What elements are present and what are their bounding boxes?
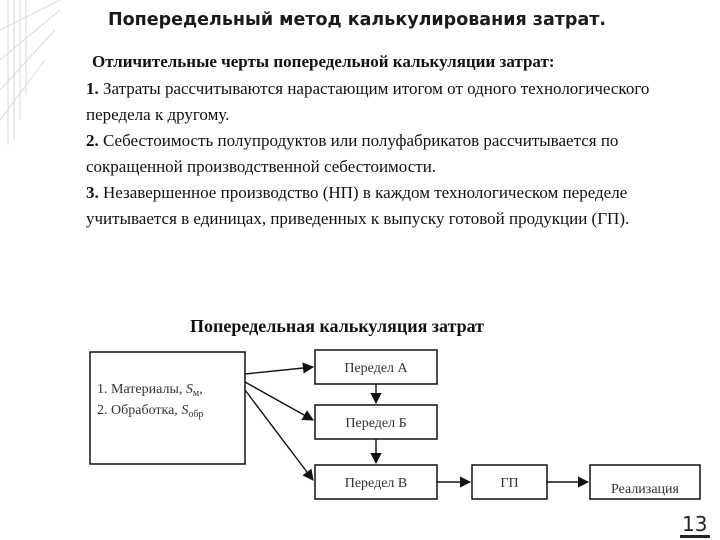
page-number: 13 — [682, 512, 708, 536]
arrow-input-to-a — [244, 362, 315, 375]
page-number-underline — [680, 535, 710, 538]
point-number: 1. — [86, 79, 99, 98]
decorative-lines — [0, 0, 61, 145]
stage-a-label: Передел А — [344, 361, 408, 376]
gp-label: ГП — [500, 476, 518, 491]
stage-a-box — [314, 349, 438, 385]
input-line-2-var: S — [181, 403, 188, 418]
stage-v-label: Передел В — [345, 476, 408, 491]
input-line-1-suffix: , — [199, 382, 203, 397]
point-3: 3. Незавершенное производство (НП) в каж… — [86, 180, 706, 232]
stage-b-label: Передел Б — [345, 416, 406, 431]
point-number: 2. — [86, 131, 99, 150]
points-list: 1. Затраты рассчитываются нарастающим ит… — [86, 76, 706, 232]
point-text: Себестоимость полупродуктов или полуфабр… — [86, 131, 619, 176]
input-box — [89, 351, 246, 465]
gp-box — [471, 464, 548, 500]
diagram-title: Попередельная калькуляция затрат — [190, 316, 485, 336]
input-line-2: 2. Обработка, Sобр — [97, 403, 203, 420]
input-line-1: 1. Материалы, Sм, — [97, 382, 203, 399]
realization-label: Реализация — [611, 482, 680, 497]
point-text: Затраты рассчитываются нарастающим итого… — [86, 79, 650, 124]
input-line-1-prefix: 1. Материалы, — [97, 382, 186, 397]
realization-box — [589, 464, 701, 500]
input-line-2-prefix: 2. Обработка, — [97, 403, 181, 418]
subtitle: Отличительные черты попередельной кальку… — [92, 52, 555, 71]
point-text: Незавершенное производство (НП) в каждом… — [86, 183, 630, 228]
input-line-2-sub: обр — [188, 409, 203, 420]
input-line-1-var: S — [186, 382, 193, 397]
stage-b-box — [314, 404, 438, 440]
slide-title: Попередельный метод калькулирования затр… — [108, 10, 607, 30]
arrow-input-to-b — [244, 381, 314, 421]
point-2: 2. Себестоимость полупродуктов или полуф… — [86, 128, 706, 180]
input-line-1-sub: м — [193, 388, 200, 399]
arrow-input-to-v — [244, 389, 314, 481]
point-number: 3. — [86, 183, 99, 202]
point-1: 1. Затраты рассчитываются нарастающим ит… — [86, 76, 706, 128]
